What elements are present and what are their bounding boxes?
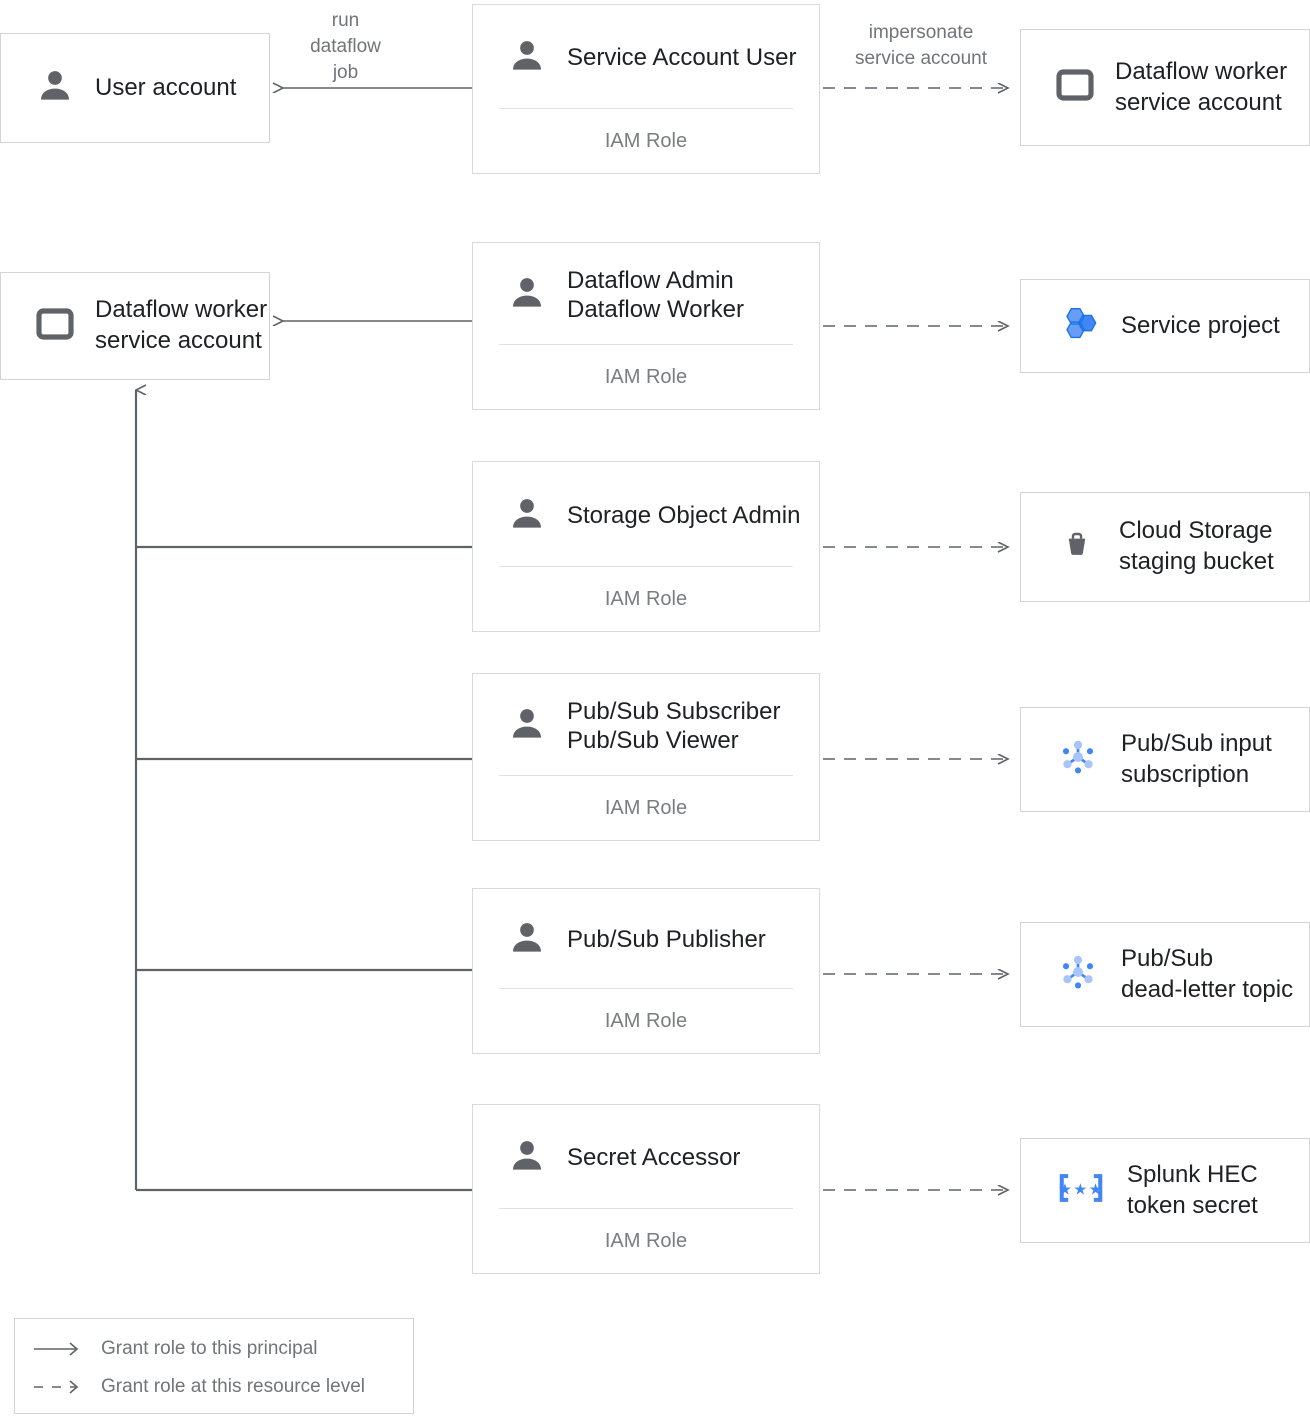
person-icon <box>507 273 547 318</box>
role-footer: IAM Role <box>473 1209 819 1273</box>
person-icon <box>507 704 547 749</box>
resource-pubsub-dead-letter-topic[interactable]: Pub/Sub dead-letter topic <box>1020 922 1310 1027</box>
resource-cloud-storage-staging-bucket[interactable]: Cloud Storage staging bucket <box>1020 492 1310 602</box>
legend-item-dashed: Grant role at this resource level <box>15 1367 413 1407</box>
pubsub-icon <box>1055 949 1101 1000</box>
role-footer-label: IAM Role <box>604 1009 688 1032</box>
role-card-secret-accessor[interactable]: Secret Accessor IAM Role <box>472 1104 820 1274</box>
legend: Grant role to this principal Grant role … <box>14 1318 414 1414</box>
resource-label: Cloud Storage staging bucket <box>1119 517 1274 575</box>
resource-label: Splunk HEC token secret <box>1127 1160 1258 1219</box>
principal-user-account[interactable]: User account <box>0 33 270 143</box>
project-hexagons-icon <box>1055 301 1101 352</box>
role-footer-label: IAM Role <box>604 365 688 388</box>
resource-label: Dataflow worker service account <box>1115 57 1288 116</box>
principal-dataflow-worker-service-account[interactable]: Dataflow worker service account <box>0 272 270 380</box>
role-footer: IAM Role <box>473 989 819 1053</box>
role-divider <box>499 344 793 345</box>
role-title: Dataflow Admin Dataflow Worker <box>567 266 744 323</box>
principal-label: Dataflow worker service account <box>95 296 268 354</box>
legend-label: Grant role at this resource level <box>101 1376 366 1397</box>
resource-label: Pub/Sub input subscription <box>1121 729 1272 788</box>
solid-arrow-icon <box>15 1341 101 1357</box>
legend-label: Grant role to this principal <box>101 1338 318 1359</box>
resource-label: Pub/Sub dead-letter topic <box>1121 944 1294 1003</box>
role-card-service-account-user[interactable]: Service Account User IAM Role <box>472 4 820 174</box>
edge-label-run-dataflow-job: run dataflow job <box>310 10 381 84</box>
secret-manager-icon: ★★★ <box>1055 1166 1107 1215</box>
role-footer: IAM Role <box>473 345 819 409</box>
pubsub-icon <box>1055 734 1101 785</box>
role-footer-label: IAM Role <box>604 587 688 610</box>
dashed-arrow-icon <box>15 1379 101 1395</box>
role-card-pubsub-subscriber[interactable]: Pub/Sub Subscriber Pub/Sub Viewer IAM Ro… <box>472 673 820 841</box>
resource-dataflow-worker-service-account[interactable]: Dataflow worker service account <box>1020 29 1310 146</box>
role-card-dataflow-admin[interactable]: Dataflow Admin Dataflow Worker IAM Role <box>472 242 820 410</box>
role-title: Service Account User <box>567 44 797 72</box>
svg-text:★★★: ★★★ <box>1058 1181 1104 1198</box>
role-divider <box>499 775 793 776</box>
resource-service-project[interactable]: Service project <box>1020 279 1310 373</box>
role-footer-label: IAM Role <box>604 129 688 152</box>
role-title: Pub/Sub Publisher <box>567 926 766 954</box>
edge-label-impersonate-service-account: impersonate service account <box>854 22 987 70</box>
legend-item-solid: Grant role to this principal <box>15 1329 413 1369</box>
role-title: Secret Accessor <box>567 1144 741 1172</box>
person-icon <box>507 918 547 963</box>
resource-label: Service project <box>1121 311 1280 339</box>
person-icon <box>507 1136 547 1181</box>
role-divider <box>499 108 793 109</box>
person-icon <box>507 36 547 81</box>
role-footer-label: IAM Role <box>604 796 688 819</box>
service-account-icon <box>1055 65 1095 110</box>
role-footer: IAM Role <box>473 567 819 631</box>
role-footer: IAM Role <box>473 776 819 840</box>
service-account-icon <box>35 304 75 349</box>
role-title: Pub/Sub Subscriber Pub/Sub Viewer <box>567 697 781 754</box>
role-footer-label: IAM Role <box>604 1229 688 1252</box>
resource-pubsub-input-subscription[interactable]: Pub/Sub input subscription <box>1020 707 1310 812</box>
role-footer: IAM Role <box>473 109 819 173</box>
role-divider <box>499 1208 793 1209</box>
person-icon <box>35 66 75 111</box>
role-card-storage-object-admin[interactable]: Storage Object Admin IAM Role <box>472 461 820 632</box>
role-title: Storage Object Admin <box>567 501 801 529</box>
person-icon <box>507 494 547 539</box>
role-divider <box>499 988 793 989</box>
role-card-pubsub-publisher[interactable]: Pub/Sub Publisher IAM Role <box>472 888 820 1054</box>
principal-label: User account <box>95 73 237 101</box>
cloud-storage-bucket-icon <box>1055 523 1099 572</box>
resource-splunk-hec-token-secret[interactable]: ★★★ Splunk HEC token secret <box>1020 1138 1310 1243</box>
role-divider <box>499 566 793 567</box>
